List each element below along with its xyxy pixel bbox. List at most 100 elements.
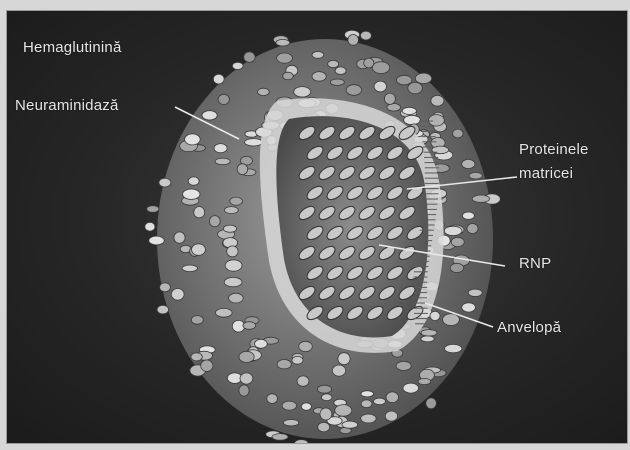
spike-mark (386, 392, 398, 403)
spike-mark (462, 303, 476, 312)
spike-mark (230, 197, 243, 205)
spike-mark (332, 365, 345, 376)
spike-mark (183, 189, 200, 199)
spike-mark (255, 339, 268, 348)
spike-mark (346, 85, 362, 96)
spike-mark (450, 263, 464, 272)
spike-mark (147, 206, 159, 213)
spike-mark (318, 422, 330, 432)
spike-mark (209, 216, 220, 227)
spike-mark (239, 385, 249, 396)
spike-mark (201, 360, 213, 371)
spike-mark (468, 289, 482, 296)
spike-mark (160, 283, 171, 292)
spike-mark (188, 177, 199, 185)
spike-mark (342, 421, 358, 428)
spike-mark (361, 391, 374, 397)
spike-mark (431, 95, 444, 106)
spike-mark (403, 383, 419, 393)
spike-mark (227, 246, 238, 257)
spike-mark (215, 158, 230, 165)
label-hemaglutinina: Hemaglutinină (23, 39, 122, 56)
spike-mark (182, 265, 197, 272)
spike-mark (297, 376, 309, 386)
spike-mark (225, 260, 242, 271)
spike-mark (396, 361, 411, 370)
spike-mark (451, 237, 464, 246)
spike-mark (418, 378, 431, 384)
spike-mark (202, 111, 217, 120)
spike-mark (224, 277, 242, 286)
spike-mark (472, 195, 489, 202)
spike-mark (462, 212, 474, 219)
spike-mark (374, 398, 386, 405)
spike-mark (430, 311, 440, 320)
spike-mark (445, 344, 462, 352)
spike-mark (191, 316, 203, 325)
spike-mark (224, 207, 238, 214)
spike-mark (415, 73, 431, 84)
spike-mark (402, 107, 416, 114)
spike-mark (149, 236, 164, 245)
virus-diagram-panel: Hemaglutinină Neuraminidază Proteinele m… (6, 10, 628, 444)
label-matricei: matricei (519, 165, 573, 182)
spike-mark (335, 67, 346, 75)
spike-mark (267, 394, 278, 404)
spike-mark (397, 75, 412, 85)
spike-mark (469, 172, 482, 179)
spike-mark (361, 400, 372, 408)
spike-mark (244, 52, 255, 63)
spike-mark (330, 79, 344, 85)
spike-mark (444, 226, 462, 235)
spike-mark (239, 351, 254, 362)
spike-mark (194, 207, 205, 218)
spike-mark (276, 39, 290, 46)
spike-mark (301, 403, 311, 410)
spike-mark (312, 52, 324, 59)
spike-mark (258, 88, 270, 95)
spike-mark (338, 353, 350, 365)
spike-mark (360, 31, 371, 40)
spike-mark (443, 314, 460, 326)
spike-mark (294, 87, 311, 97)
spike-mark (174, 232, 185, 243)
spike-mark (157, 305, 169, 314)
spike-mark (385, 411, 397, 421)
spike-mark (321, 394, 332, 401)
spike-mark (171, 289, 184, 301)
spike-mark (404, 115, 421, 124)
spike-mark (277, 53, 293, 63)
spike-mark (364, 58, 374, 68)
spike-mark (282, 401, 296, 410)
spike-mark (426, 398, 437, 409)
label-neuraminidaza: Neuraminidază (15, 97, 118, 114)
spike-mark (191, 353, 202, 361)
spike-mark (421, 330, 437, 336)
spike-mark (361, 414, 376, 423)
spike-mark (277, 360, 291, 369)
spike-mark (237, 164, 248, 175)
spike-mark (429, 115, 445, 126)
spike-mark (318, 385, 332, 393)
spike-mark (240, 373, 253, 384)
spike-mark (223, 225, 236, 232)
spike-mark (299, 341, 313, 351)
spike-mark (192, 244, 206, 256)
spike-mark (229, 293, 244, 303)
spike-mark (159, 178, 171, 187)
spike-mark (328, 60, 339, 67)
spike-mark (320, 408, 332, 420)
spike-mark (145, 222, 155, 231)
spike-mark (272, 434, 288, 441)
spike-mark (384, 93, 395, 104)
spike-mark (453, 129, 464, 138)
spike-mark (312, 72, 326, 82)
spike-mark (462, 159, 475, 168)
label-anvelopa: Anvelopă (497, 319, 561, 336)
spike-mark (467, 224, 478, 234)
label-rnp: RNP (519, 255, 551, 272)
virus-illustration (7, 11, 627, 443)
spike-mark (213, 74, 224, 84)
spike-mark (185, 134, 201, 145)
